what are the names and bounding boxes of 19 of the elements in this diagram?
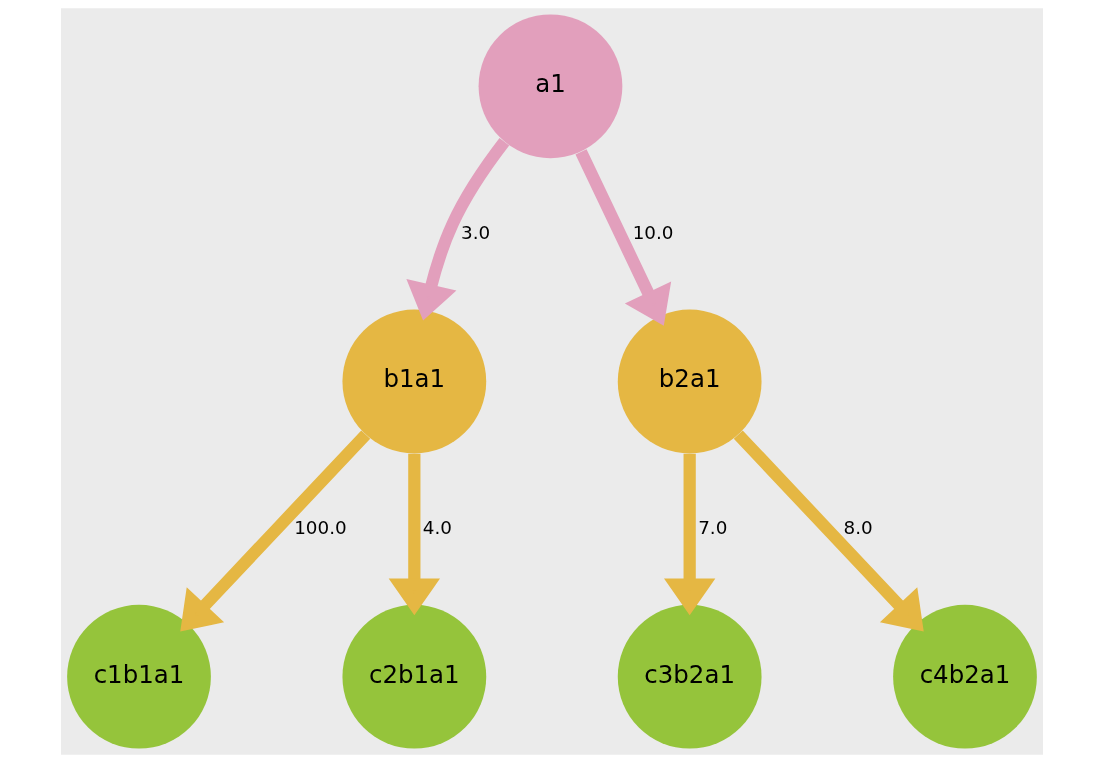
edge-label: 100.0 xyxy=(293,516,347,538)
edge-label: 8.0 xyxy=(842,516,873,538)
edge-label: 3.0 xyxy=(460,221,490,243)
node-circle: b1a1 xyxy=(341,309,486,454)
arrow xyxy=(575,149,671,326)
node-circle: a1 xyxy=(478,14,622,159)
arrow xyxy=(179,430,370,632)
arrow xyxy=(388,453,440,616)
edge-label: 10.0 xyxy=(632,221,674,243)
node-circle: c1b1a1 xyxy=(66,604,211,749)
edge-label: 4.0 xyxy=(422,516,452,538)
edge-label: 7.0 xyxy=(697,516,727,538)
node-circle: c2b1a1 xyxy=(341,604,486,749)
arrow xyxy=(733,430,924,632)
node-circle: b2a1 xyxy=(617,309,762,454)
node-circle: c4b2a1 xyxy=(892,604,1037,749)
arrow xyxy=(405,138,509,321)
arrow xyxy=(663,453,715,616)
node-circle: c3b2a1 xyxy=(617,604,762,749)
